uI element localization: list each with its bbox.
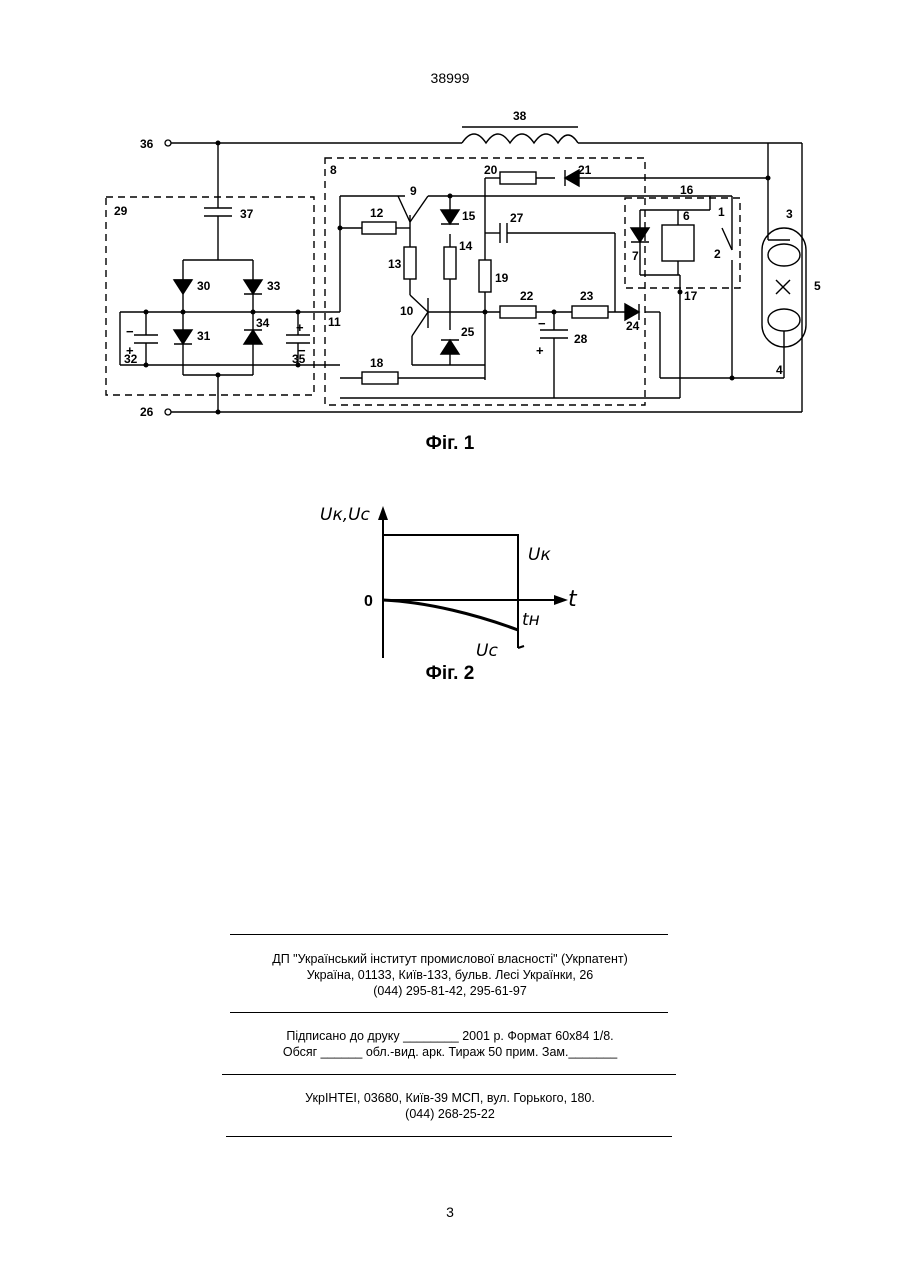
uk-curve [383, 535, 518, 600]
svg-text:20: 20 [484, 163, 498, 177]
inductor-38-label: 38 [513, 109, 527, 123]
terminal-26-label: 26 [140, 405, 154, 419]
svg-text:30: 30 [197, 279, 211, 293]
svg-text:24: 24 [626, 319, 640, 333]
svg-text:+: + [296, 320, 304, 335]
block-8-label: 8 [330, 163, 337, 177]
imprint-publisher: ДП "Український інститут промислової вла… [220, 951, 680, 999]
svg-text:18: 18 [370, 356, 384, 370]
origin-label: 0 [364, 593, 373, 610]
svg-text:31: 31 [197, 329, 211, 343]
imprint-line: Обсяг ______ обл.-вид. арк. Тираж 50 при… [220, 1044, 680, 1060]
diode-24 [625, 304, 639, 320]
svg-text:9: 9 [410, 184, 417, 198]
svg-text:−: − [538, 316, 546, 331]
svg-text:3: 3 [786, 207, 793, 221]
relay-coil-6 [662, 225, 694, 261]
voltage-graph: Uк,Uc t 0 Uк Uc tн [318, 500, 583, 662]
imprint-line: Україна, 01133, Київ-133, бульв. Лесі Ук… [220, 967, 680, 983]
diode-31 [174, 330, 192, 344]
imprint-line: (044) 268-25-22 [220, 1106, 680, 1122]
uc-curve [383, 600, 518, 630]
circuit-diagram: 36 26 38 29 8 37 30 33 31 34 32 35 11 9 … [100, 100, 830, 425]
diode-34 [244, 330, 262, 344]
x-axis-label: t [568, 587, 578, 612]
svg-text:−: − [298, 343, 306, 358]
diode-15 [441, 210, 459, 224]
svg-text:10: 10 [400, 304, 414, 318]
svg-text:21: 21 [578, 163, 592, 177]
svg-text:33: 33 [267, 279, 281, 293]
svg-text:17: 17 [684, 289, 698, 303]
terminal-36-label: 36 [140, 137, 154, 151]
divider [226, 1136, 672, 1137]
svg-text:12: 12 [370, 206, 384, 220]
imprint-print-info: Підписано до друку ________ 2001 р. Форм… [220, 1028, 680, 1060]
svg-text:28: 28 [574, 332, 588, 346]
svg-text:23: 23 [580, 289, 594, 303]
svg-text:13: 13 [388, 257, 402, 271]
block-29-label: 29 [114, 204, 128, 218]
svg-text:1: 1 [718, 205, 725, 219]
svg-text:25: 25 [461, 325, 475, 339]
svg-text:6: 6 [683, 209, 690, 223]
svg-text:+: + [126, 343, 134, 358]
svg-text:+: + [536, 343, 544, 358]
imprint-line: (044) 295-81-42, 295-61-97 [220, 983, 680, 999]
svg-text:5: 5 [814, 279, 821, 293]
footer-page-number: 3 [0, 1204, 900, 1220]
diode-25 [441, 340, 459, 354]
imprint-line: УкрІНТЕІ, 03680, Київ-39 МСП, вул. Горьк… [220, 1090, 680, 1106]
divider [230, 934, 668, 935]
imprint-line: ДП "Український інститут промислової вла… [220, 951, 680, 967]
tn-label: tн [522, 610, 540, 630]
divider [222, 1074, 676, 1075]
figure-2-caption: Фіг. 2 [380, 663, 520, 685]
svg-text:37: 37 [240, 207, 254, 221]
diode-7 [631, 228, 649, 242]
svg-text:15: 15 [462, 209, 476, 223]
uc-label: Uc [476, 641, 498, 661]
svg-text:7: 7 [632, 249, 639, 263]
diode-30 [174, 280, 192, 294]
svg-text:−: − [126, 324, 134, 339]
svg-text:19: 19 [495, 271, 509, 285]
diode-33 [244, 280, 262, 294]
svg-text:2: 2 [714, 247, 721, 261]
divider [230, 1012, 668, 1013]
svg-text:11: 11 [328, 315, 341, 329]
diode-21 [565, 170, 579, 186]
inductor-38 [462, 134, 578, 143]
uk-label: Uк [528, 545, 551, 565]
svg-text:27: 27 [510, 211, 524, 225]
svg-text:16: 16 [680, 183, 694, 197]
svg-text:14: 14 [459, 239, 473, 253]
imprint-printer: УкрІНТЕІ, 03680, Київ-39 МСП, вул. Горьк… [220, 1090, 680, 1122]
figure-1-caption: Фіг. 1 [380, 433, 520, 455]
header-page-number: 38999 [0, 70, 900, 86]
y-axis-label: Uк,Uc [320, 505, 371, 525]
svg-text:22: 22 [520, 289, 534, 303]
svg-text:34: 34 [256, 316, 270, 330]
svg-text:4: 4 [776, 363, 783, 377]
imprint-line: Підписано до друку ________ 2001 р. Форм… [220, 1028, 680, 1044]
